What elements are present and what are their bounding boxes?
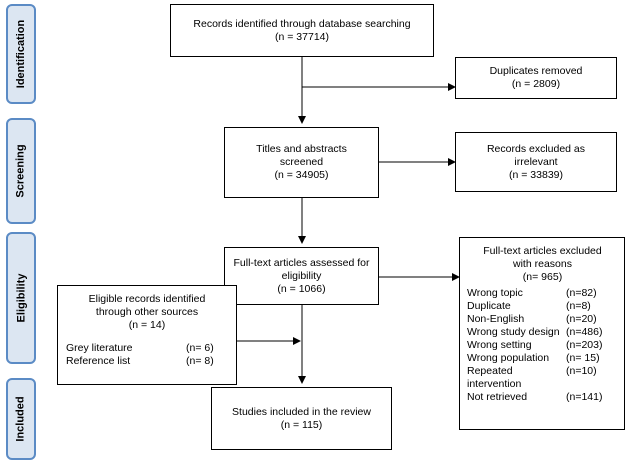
phase-included-label: Included	[15, 396, 28, 442]
other-sources-box: Eligible records identified through othe…	[57, 285, 237, 385]
fulltext-excluded-title-2: with reasons	[513, 258, 572, 270]
records-excluded-text: Records excluded as	[486, 142, 586, 155]
source-count: (n= 8)	[186, 355, 214, 367]
reason-row: Duplicate (n=8)	[467, 300, 618, 313]
reason-row: intervention	[467, 378, 618, 391]
duplicates-removed-count: (n = 2809)	[511, 78, 561, 90]
phase-identification: Identification	[6, 4, 36, 104]
studies-included-box: Studies included in the review (n = 115)	[211, 387, 392, 450]
reason-label: Wrong topic	[467, 287, 523, 299]
reason-count: (n=141)	[566, 391, 603, 403]
studies-included-count: (n = 115)	[280, 418, 323, 431]
records-excluded-count: (n = 33839)	[509, 168, 563, 181]
reason-count: (n=82)	[566, 287, 597, 299]
source-row: Reference list (n= 8)	[66, 355, 228, 368]
source-count: (n= 6)	[186, 342, 214, 354]
reason-row: Wrong topic (n=82)	[467, 287, 618, 300]
fulltext-assessed-text-2: eligibility	[281, 269, 322, 282]
reason-label: Wrong setting	[467, 339, 532, 351]
titles-screened-count: (n = 34905)	[274, 169, 329, 181]
reason-count: (n= 15)	[566, 352, 600, 364]
reason-row: Non-English (n=20)	[467, 313, 618, 326]
reason-count: (n=203)	[566, 339, 603, 351]
reason-label: intervention	[467, 378, 522, 390]
fulltext-excluded-title: Full-text articles excluded	[483, 245, 602, 257]
records-excluded-box: Records excluded as irrelevant (n = 3383…	[455, 132, 617, 192]
phase-eligibility: Eligibility	[6, 232, 36, 364]
records-excluded-text-2: irrelevant	[514, 155, 558, 168]
titles-screened-text-2: screened	[279, 156, 324, 168]
reason-label: Repeated	[467, 365, 513, 377]
other-sources-count: (n = 14)	[128, 319, 166, 331]
reason-label: Wrong study design	[467, 326, 560, 338]
fulltext-excluded-box: Full-text articles excluded with reasons…	[459, 237, 625, 430]
reason-row: Wrong population (n= 15)	[467, 352, 618, 365]
duplicates-removed-box: Duplicates removed (n = 2809)	[455, 57, 617, 99]
reason-row: Wrong study design (n=486)	[467, 326, 618, 339]
source-label: Grey literature	[66, 342, 133, 354]
fulltext-excluded-count: (n= 965)	[522, 271, 563, 283]
reason-count: (n=10)	[566, 365, 597, 377]
reason-row: Not retrieved (n=141)	[467, 391, 618, 404]
source-row: Grey literature (n= 6)	[66, 342, 228, 355]
reason-count: (n=486)	[566, 326, 603, 338]
fulltext-assessed-text: Full-text articles assessed for	[233, 256, 370, 269]
source-label: Reference list	[66, 355, 131, 367]
titles-screened-box: Titles and abstracts screened (n = 34905…	[224, 127, 379, 198]
records-identified-box: Records identified through database sear…	[170, 4, 434, 57]
titles-screened-text: Titles and abstracts	[256, 143, 347, 155]
fulltext-assessed-box: Full-text articles assessed for eligibil…	[224, 247, 379, 305]
reason-count: (n=8)	[566, 300, 591, 312]
phase-identification-label: Identification	[15, 19, 28, 89]
reason-count: (n=20)	[566, 313, 597, 325]
reason-label: Wrong population	[467, 352, 550, 364]
reason-label: Duplicate	[467, 300, 511, 312]
other-sources-title: Eligible records identified	[88, 293, 206, 305]
phase-screening: Screening	[6, 118, 36, 224]
studies-included-text: Studies included in the review	[232, 405, 371, 418]
reason-label: Non-English	[467, 313, 525, 325]
phase-included: Included	[6, 378, 36, 460]
phase-eligibility-label: Eligibility	[15, 273, 27, 323]
records-identified-count: (n = 37714)	[275, 30, 329, 43]
reason-row: Repeated (n=10)	[467, 365, 618, 378]
other-sources-title-2: through other sources	[95, 306, 199, 318]
reason-label: Not retrieved	[467, 391, 528, 403]
reason-count	[566, 378, 618, 391]
phase-screening-label: Screening	[15, 144, 27, 198]
fulltext-assessed-count: (n = 1066)	[277, 282, 326, 295]
reason-row: Wrong setting (n=203)	[467, 339, 618, 352]
duplicates-removed-text: Duplicates removed	[489, 65, 583, 77]
records-identified-text: Records identified through database sear…	[193, 17, 411, 30]
